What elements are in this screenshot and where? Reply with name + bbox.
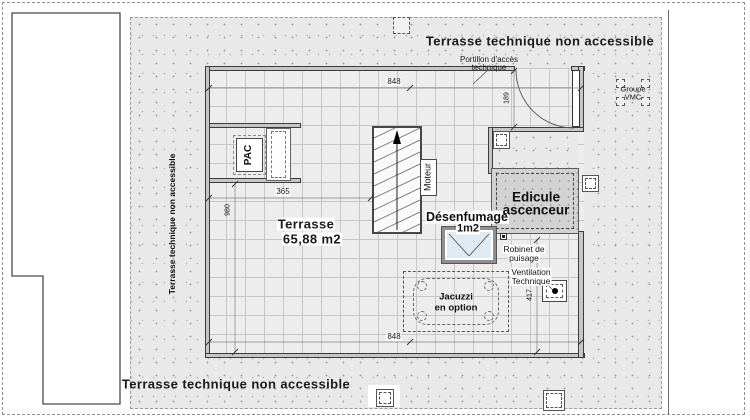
tap-label-line1: Robinet de: [502, 243, 546, 254]
dimension-848-bottom: 848: [386, 332, 402, 341]
top-title: Terrasse technique non accessible: [425, 33, 655, 49]
vmc-foot-icon: [641, 79, 650, 88]
parcel-boundary-line: [668, 10, 669, 415]
gate-label-line1: Portillon d'accès: [460, 55, 518, 64]
vmc-foot-icon: [641, 97, 650, 106]
ventilation-label-line1: Ventilation: [510, 266, 552, 277]
terrace-area: 65,88 m2: [281, 231, 343, 247]
elevator-shed-label-line2: ascenceur: [502, 202, 570, 218]
elevator-shed-label-line1: Edicule: [511, 189, 561, 205]
bottom-title: Terrasse technique non accessible: [121, 376, 351, 392]
roof-post: [376, 389, 394, 407]
vmc-foot-icon: [616, 97, 625, 106]
vmc-unit: [616, 79, 650, 106]
dimension-365: 365: [275, 187, 291, 196]
smoke-vent-label-line2: 1m2: [455, 222, 481, 235]
property-boundary-border: [2, 2, 745, 415]
terrace-name: Terrasse: [276, 216, 336, 232]
ventilation-label-line2: Technique: [510, 275, 552, 286]
roof-post: [543, 390, 565, 411]
smoke-vent-label-line1: Désenfumage: [425, 209, 509, 224]
jacuzzi-label-line2: en option: [434, 302, 478, 314]
tap-label-line2: puisage: [508, 252, 540, 263]
dimension-848-top: 848: [386, 77, 402, 86]
vmc-label-line1: Groupe: [620, 84, 646, 94]
jacuzzi-label-line1: Jacuzzi: [439, 291, 473, 303]
vmc-foot-icon: [616, 79, 625, 88]
roof-post: [393, 17, 410, 34]
gate-label-line2: technique: [471, 63, 507, 72]
vmc-label-line2: VMC: [624, 92, 642, 102]
